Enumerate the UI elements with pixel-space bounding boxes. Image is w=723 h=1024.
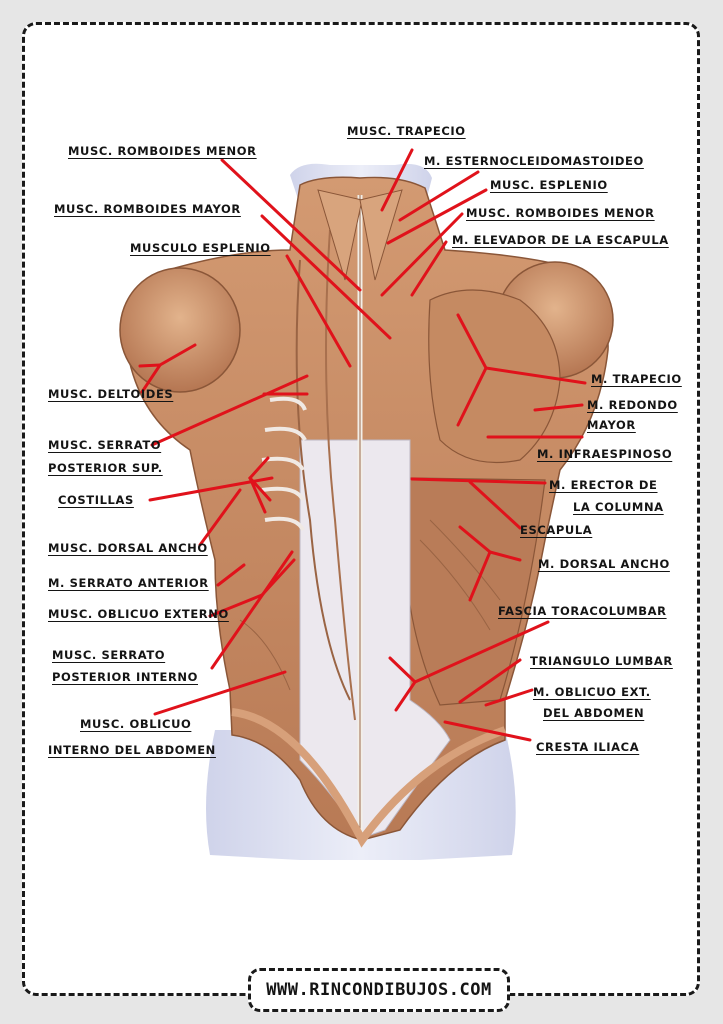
label-musc-dorsal-ancho: MUSC. DORSAL ANCHO bbox=[48, 541, 208, 555]
label-posterior-interno: POSTERIOR INTERNO bbox=[52, 670, 199, 684]
label-m-trapecio: M. TRAPECIO bbox=[591, 372, 682, 386]
label-musc-romboides-mayor: MUSC. ROMBOIDES MAYOR bbox=[54, 202, 241, 216]
label-la-columna: LA COLUMNA bbox=[573, 500, 664, 514]
label-m-erector-de: M. ERECTOR DE bbox=[549, 478, 658, 492]
label-fascia-toracolumbar: FASCIA TORACOLUMBAR bbox=[498, 604, 667, 618]
label-costillas: COSTILLAS bbox=[58, 493, 134, 507]
label-escapula: ESCAPULA bbox=[520, 523, 593, 537]
label-cresta-iliaca: CRESTA ILIACA bbox=[536, 740, 640, 754]
label-musc-serrato-1: MUSC. SERRATO bbox=[48, 438, 162, 452]
label-m-esternocleidomastoideo: M. ESTERNOCLEIDOMASTOIDEO bbox=[424, 154, 644, 168]
label-m-dorsal-ancho: M. DORSAL ANCHO bbox=[538, 557, 670, 571]
label-musc-serrato-2: MUSC. SERRATO bbox=[52, 648, 166, 662]
label-del-abdomen: DEL ABDOMEN bbox=[543, 706, 645, 720]
website-footer: WWW.RINCONDIBUJOS.COM bbox=[248, 968, 510, 1012]
label-m-elevador-escapula: M. ELEVADOR DE LA ESCAPULA bbox=[452, 233, 669, 247]
leader-lines bbox=[138, 148, 587, 742]
label-musc-deltoides: MUSC. DELTOIDES bbox=[48, 387, 174, 401]
label-triangulo-lumbar: TRIANGULO LUMBAR bbox=[530, 654, 673, 668]
label-m-redondo: M. REDONDO bbox=[587, 398, 678, 412]
label-interno-del-abdomen: INTERNO DEL ABDOMEN bbox=[48, 743, 216, 757]
label-musculo-esplenio: MUSCULO ESPLENIO bbox=[130, 241, 271, 255]
label-m-serrato-anterior: M. SERRATO ANTERIOR bbox=[48, 576, 209, 590]
label-musc-oblicuo: MUSC. OBLICUO bbox=[80, 717, 192, 731]
label-musc-oblicuo-externo: MUSC. OBLICUO EXTERNO bbox=[48, 607, 229, 621]
label-mayor: MAYOR bbox=[587, 418, 636, 432]
label-m-infraespinoso: M. INFRAESPINOSO bbox=[537, 447, 673, 461]
label-m-oblicuo-ext: M. OBLICUO EXT. bbox=[533, 685, 651, 699]
label-musc-esplenio: MUSC. ESPLENIO bbox=[490, 178, 608, 192]
website-url[interactable]: WWW.RINCONDIBUJOS.COM bbox=[266, 980, 492, 1000]
label-posterior-sup: POSTERIOR SUP. bbox=[48, 461, 163, 475]
label-musc-romboides-menor-left: MUSC. ROMBOIDES MENOR bbox=[68, 144, 257, 158]
label-musc-trapecio: MUSC. TRAPECIO bbox=[347, 124, 466, 138]
label-musc-romboides-menor-right: MUSC. ROMBOIDES MENOR bbox=[466, 206, 655, 220]
